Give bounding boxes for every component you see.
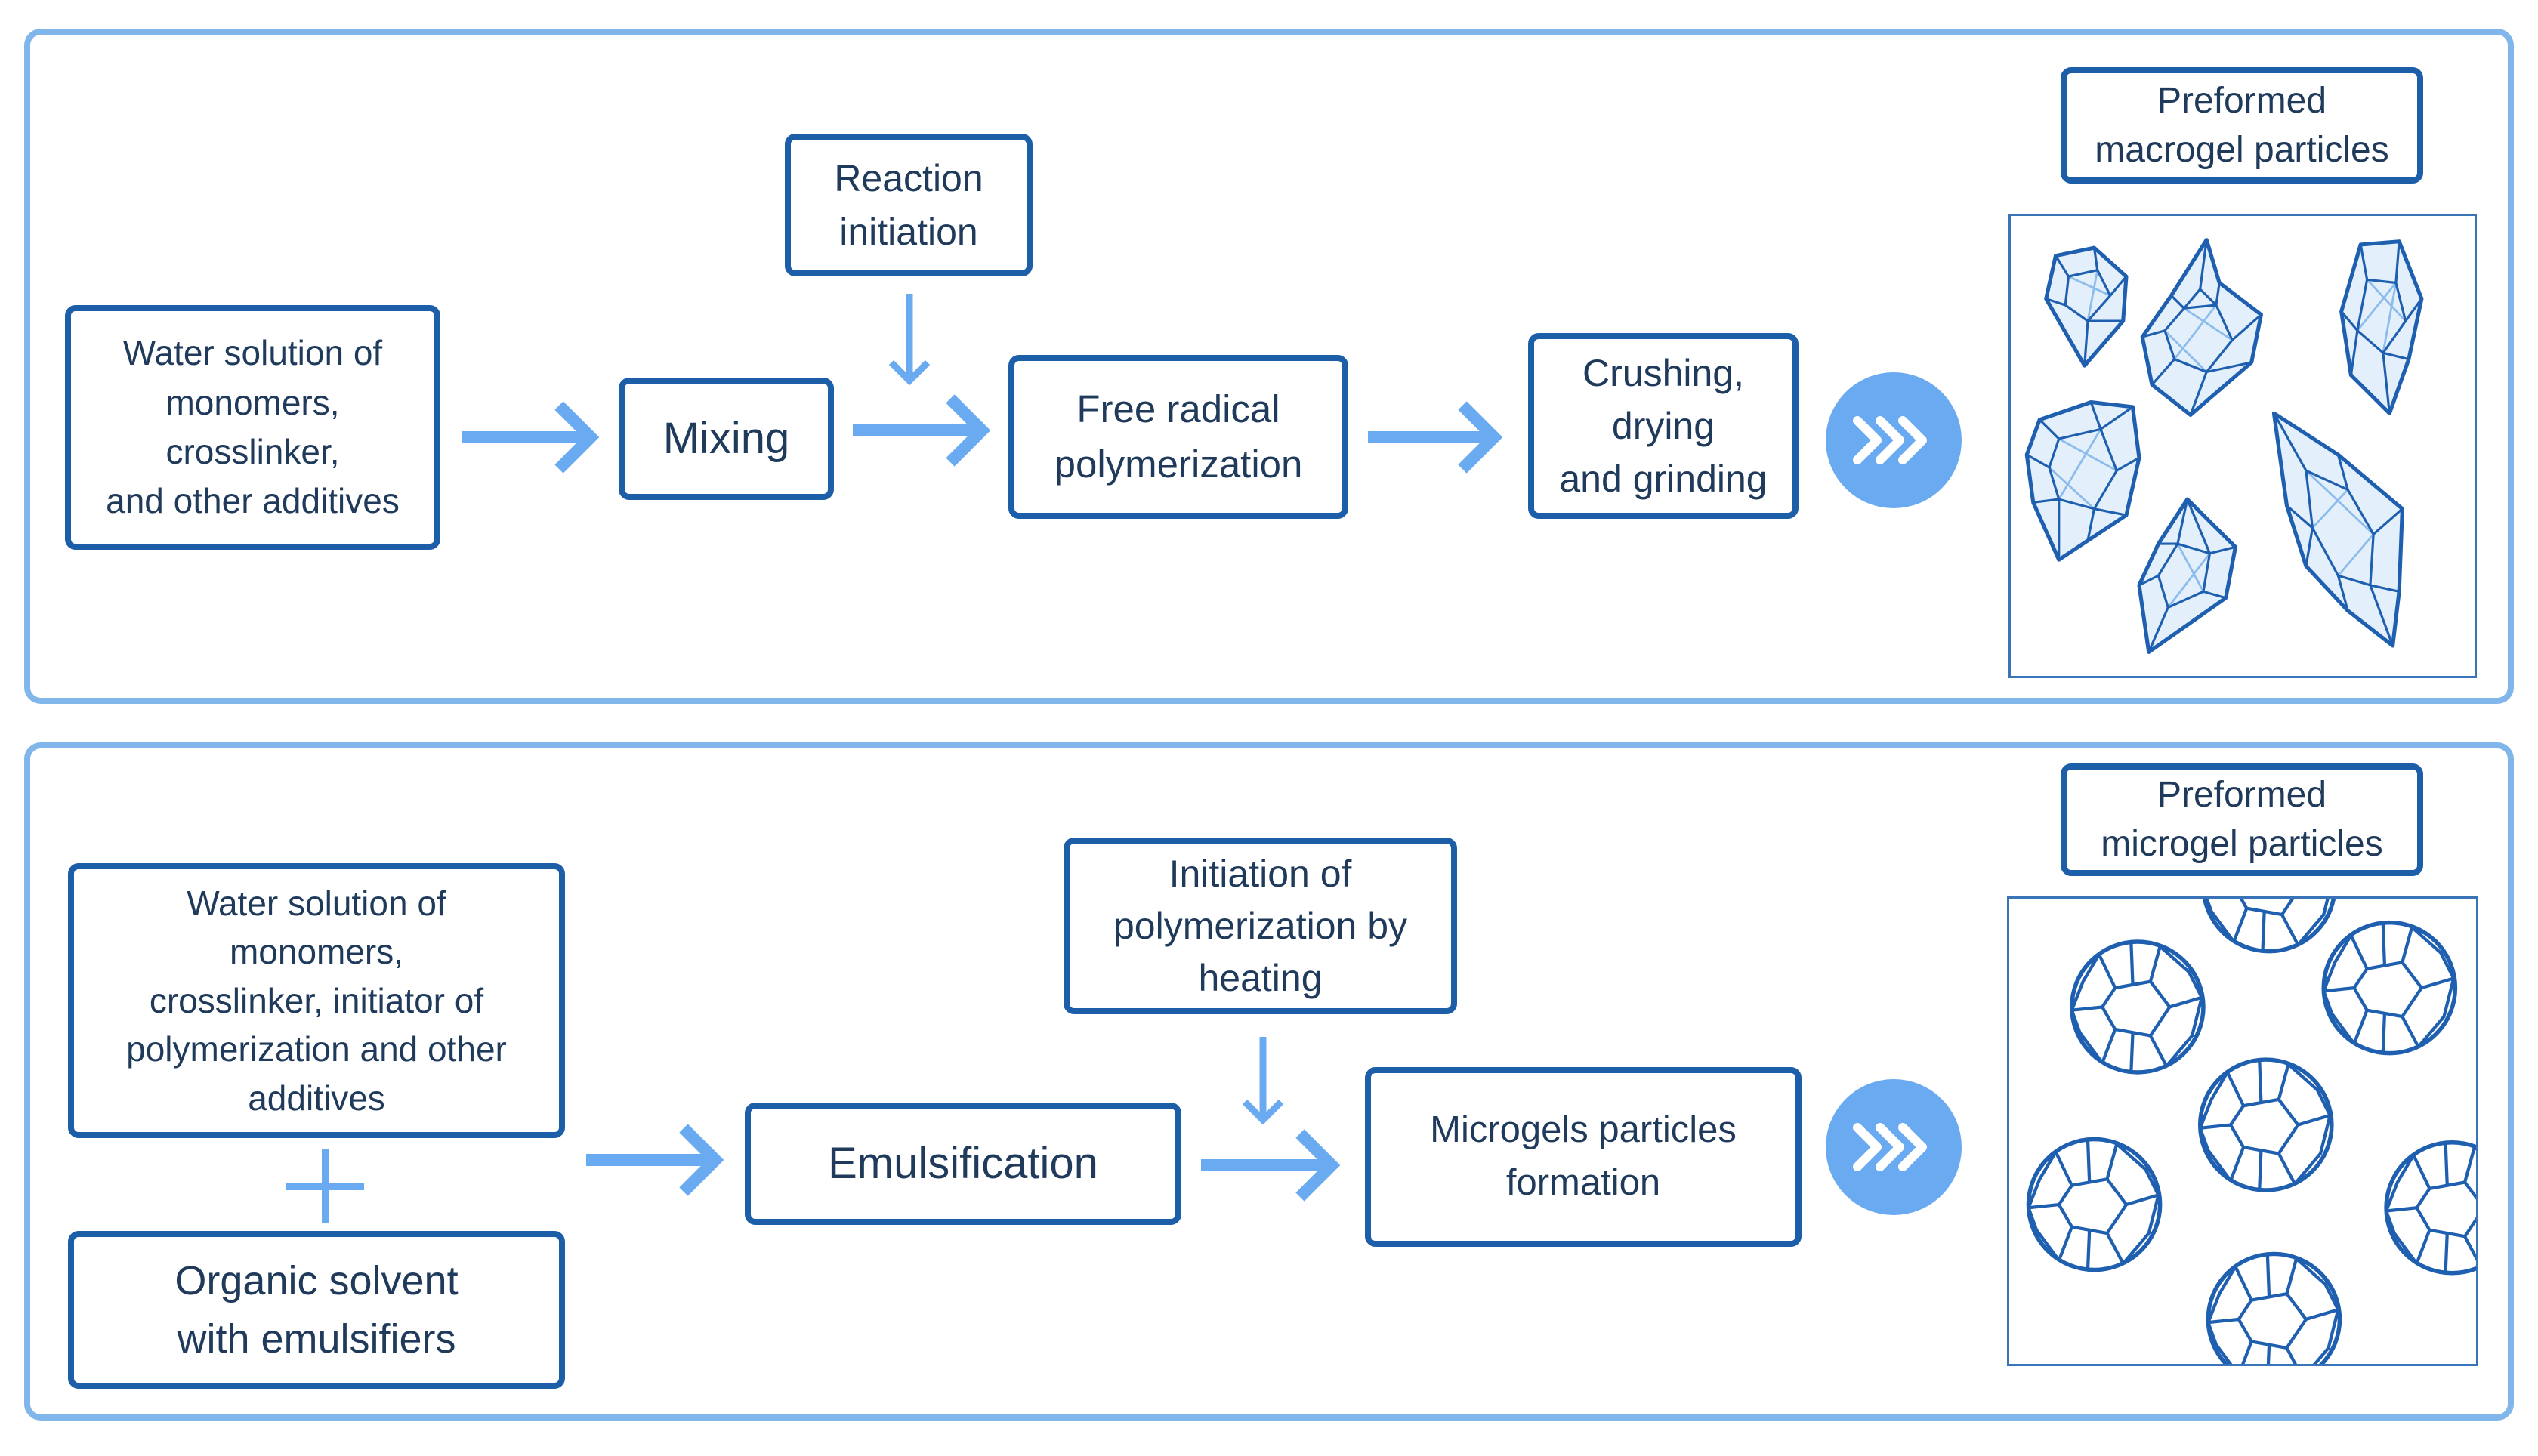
box-text-line: crosslinker, initiator of (149, 980, 484, 1020)
box-text-line: heating (1198, 956, 1323, 999)
microgel-particle (2323, 923, 2455, 1053)
box-text-line: Water solution of (187, 884, 446, 924)
microgel-particle (2203, 899, 2335, 952)
box-text-line: drying (1611, 405, 1715, 447)
aqueous-phase-box: Water solution of monomers, crosslinker,… (68, 863, 565, 1138)
box-text-line: Reaction (834, 156, 983, 199)
macrogel-particles-drawing (2024, 238, 2424, 654)
box-text-line: additives (248, 1078, 385, 1118)
microgel-particle (2208, 1254, 2339, 1364)
starting-solution-box: Water solution of monomers, crosslinker,… (65, 305, 440, 550)
organic-solvent-box: Organic solvent with emulsifiers (68, 1231, 565, 1389)
microgel-particles-illustration (2007, 896, 2478, 1366)
microgel-particle (2072, 942, 2203, 1072)
box-text-line: initiation (839, 210, 978, 253)
microgel-product-label: Preformed microgel particles (2061, 763, 2423, 876)
box-text-line: monomers, (229, 932, 404, 972)
macrogel-particle (2339, 239, 2424, 415)
macrogel-particle (2271, 411, 2404, 648)
box-text-line: and other additives (106, 481, 400, 521)
box-text-line: formation (1505, 1162, 1661, 1203)
box-text-line: crosslinker, (165, 432, 340, 471)
macrogel-particles-illustration (2008, 214, 2477, 678)
macrogel-particle (2137, 497, 2237, 654)
microgel-particles-drawing (2009, 899, 2476, 1364)
box-text-line: Crushing, (1582, 352, 1744, 394)
macrogel-product-label: Preformed macrogel particles (2061, 67, 2423, 184)
microgel-particle (2028, 1140, 2160, 1270)
box-text-line: monomers, (165, 382, 340, 422)
mixing-box: Mixing (619, 378, 834, 500)
box-text-line: polymerization by (1113, 904, 1408, 947)
box-text-line: and grinding (1559, 458, 1768, 500)
reaction-initiation-box: Reaction initiation (785, 134, 1033, 276)
box-text-line: polymerization and other (126, 1029, 507, 1069)
macrogel-particle (2024, 400, 2141, 562)
box-text-line: Emulsification (828, 1138, 1098, 1188)
box-text-line: Preformed (2157, 775, 2327, 816)
box-text-line: macrogel particles (2095, 130, 2389, 170)
box-text-line: Water solution of (122, 333, 383, 373)
microgel-particle (2200, 1060, 2332, 1190)
box-text-line: Preformed (2157, 80, 2327, 121)
box-text-line: Initiation of (1169, 852, 1352, 895)
box-text-line: Mixing (662, 413, 790, 463)
box-text-line: with emulsifiers (177, 1316, 456, 1362)
free-radical-polymerization-box: Free radical polymerization (1008, 355, 1348, 519)
box-text-line: Free radical (1076, 387, 1280, 431)
box-text-line: microgel particles (2101, 823, 2383, 864)
macrogel-particle (2140, 238, 2263, 417)
microgel-formation-box: Microgels particles formation (1365, 1067, 1802, 1247)
microgel-particle (2386, 1143, 2476, 1273)
heating-initiation-box: Initiation of polymerization by heating (1064, 838, 1457, 1014)
box-text-line: Organic solvent (174, 1257, 459, 1303)
macrogel-particle (2044, 245, 2129, 368)
box-text-line: Microgels particles (1430, 1109, 1737, 1151)
crushing-drying-grinding-box: Crushing, drying and grinding (1528, 333, 1799, 519)
emulsification-box: Emulsification (745, 1103, 1181, 1225)
box-text-line: polymerization (1054, 442, 1303, 486)
